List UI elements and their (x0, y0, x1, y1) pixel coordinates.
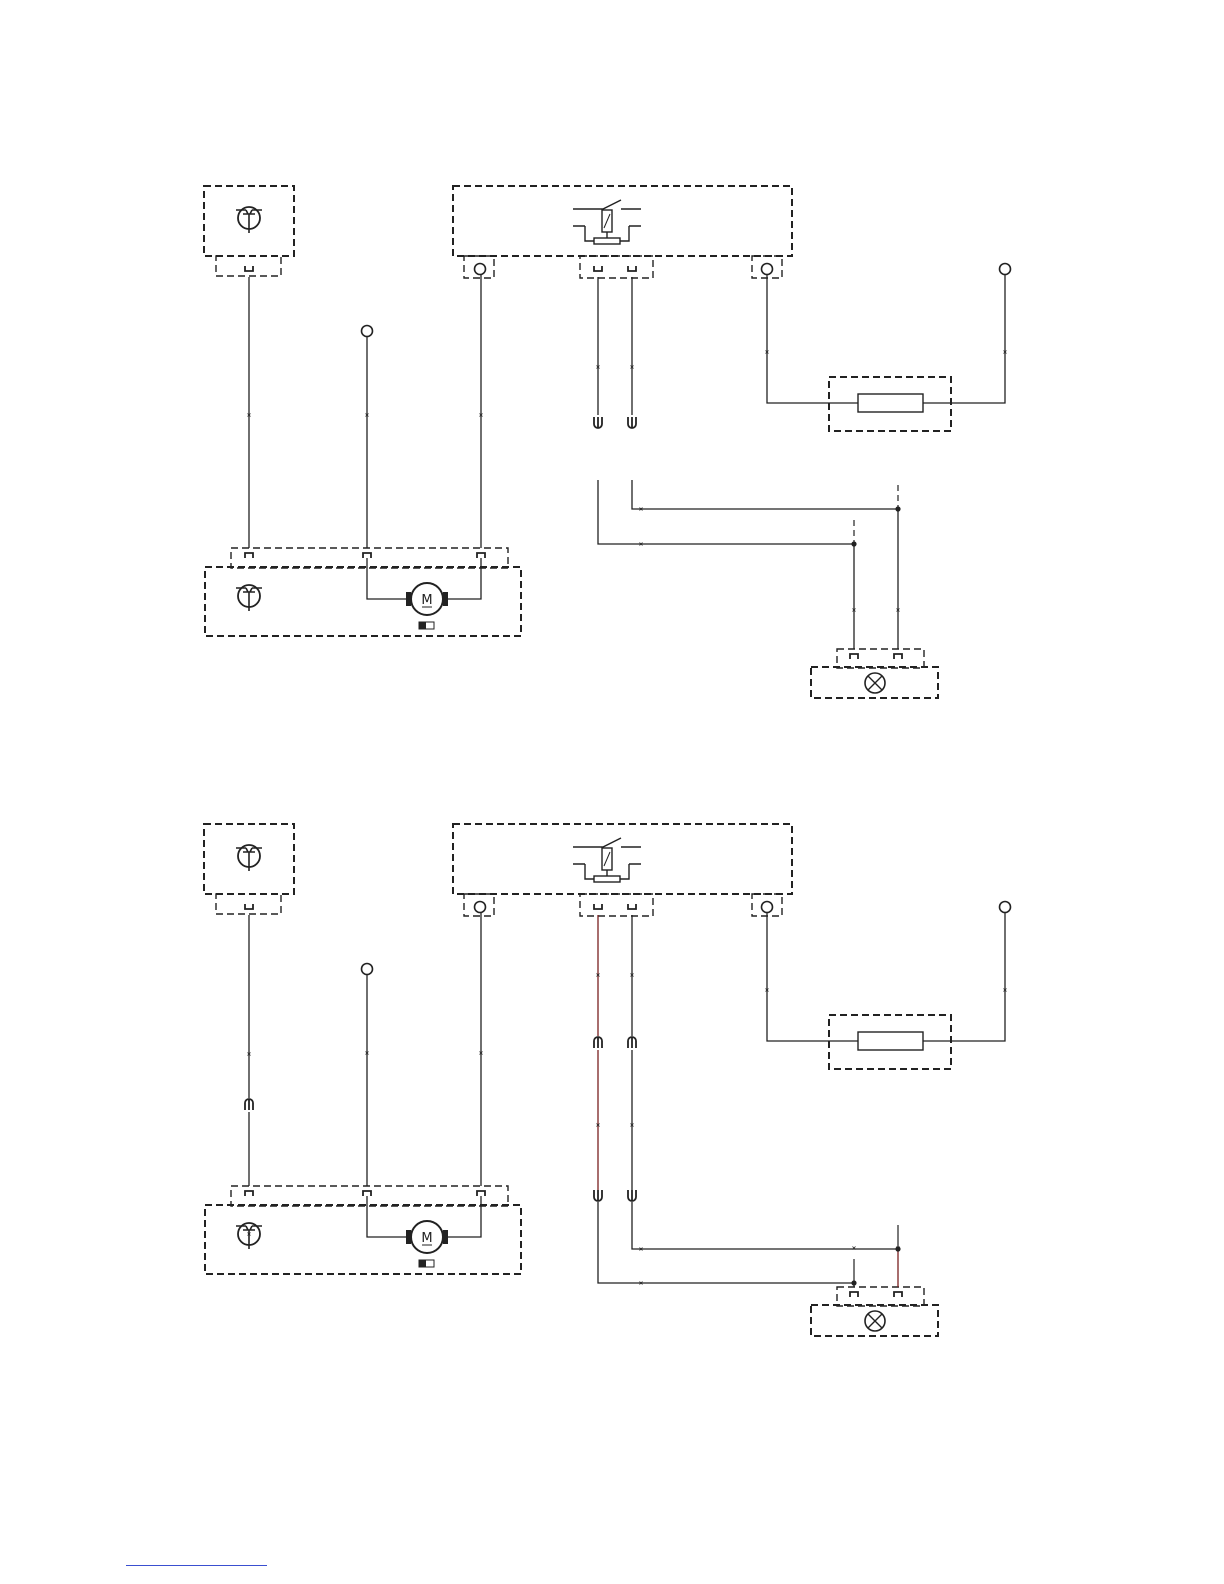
connector-pin-icon (477, 1191, 485, 1196)
relay-wire-a-lower (598, 480, 854, 544)
fuse-holder (767, 913, 1005, 1069)
sensor-transistor-icon (236, 1223, 262, 1249)
connector-pin-icon (628, 904, 636, 909)
fuse-icon (858, 394, 923, 412)
splice-connector-icon (628, 417, 636, 428)
terminal-icon (475, 902, 486, 913)
terminal-icon (362, 326, 373, 337)
junction-dot (851, 1280, 856, 1285)
sensor-transistor-icon (236, 207, 262, 233)
actuator-module: M (205, 1186, 521, 1274)
lamp-module (811, 1287, 938, 1336)
connector-pin-icon (245, 553, 253, 558)
sensor-connector (216, 894, 281, 914)
lamp-module (811, 649, 938, 698)
relay-icon (573, 200, 641, 244)
motor-wire-left (367, 1196, 408, 1237)
fuse-wire-left (767, 275, 858, 403)
relay-connector-b (580, 894, 653, 916)
connector-pin-icon (245, 266, 253, 271)
relay-control-unit (453, 186, 792, 278)
fuse-wire-right (923, 275, 1005, 403)
splice-connector-icon (594, 417, 602, 428)
lamp-icon (865, 673, 885, 693)
relay-connector-b (580, 256, 653, 278)
connector-pin-icon (245, 904, 253, 909)
actuator-housing (205, 1205, 521, 1274)
connector-pin-icon (894, 654, 902, 659)
sensor-transistor-icon (236, 585, 262, 611)
terminal-icon (475, 264, 486, 275)
relay-housing (453, 186, 792, 256)
splice-connector-icon (594, 1190, 602, 1201)
motor-label: M (421, 1231, 432, 1246)
upper-schematic: M (204, 186, 1011, 698)
splice-connector-icon (245, 1099, 253, 1110)
connector-pin-icon (594, 266, 602, 271)
actuator-connector (231, 1186, 508, 1206)
terminal-icon (1000, 264, 1011, 275)
connector-pin-icon (363, 1191, 371, 1196)
relay-wire-a-lower (598, 1202, 854, 1283)
connector-pin-icon (363, 553, 371, 558)
fuse-holder (767, 275, 1005, 431)
connector-pin-icon (477, 553, 485, 558)
connector-pin-icon (245, 1191, 253, 1196)
connector-pin-icon (628, 266, 636, 271)
actuator-housing (205, 567, 521, 636)
splice-connector-icon (594, 1037, 602, 1048)
splice-connector-icon (628, 1037, 636, 1048)
motor-icon: M (406, 583, 448, 629)
terminal-icon (1000, 902, 1011, 913)
relay-control-unit (453, 824, 792, 916)
lower-schematic: M (204, 824, 1011, 1336)
fuse-wire-left (767, 913, 858, 1041)
actuator-connector (231, 548, 508, 568)
sensor-connector (216, 256, 281, 276)
junction-dot (895, 1246, 900, 1251)
relay-housing (453, 824, 792, 894)
sensor-module (204, 824, 294, 914)
junction-dot (851, 541, 856, 546)
fuse-wire-right (923, 913, 1005, 1041)
sensor-transistor-icon (236, 845, 262, 871)
lamp-icon (865, 1311, 885, 1331)
actuator-module: M (205, 548, 521, 636)
terminal-icon (762, 902, 773, 913)
fuse-icon (858, 1032, 923, 1050)
relay-wire-b-lower (632, 1202, 898, 1249)
motor-label: M (421, 593, 432, 608)
terminal-icon (362, 964, 373, 975)
connector-pin-icon (850, 654, 858, 659)
motor-wire-left (367, 558, 408, 599)
splice-connector-icon (628, 1190, 636, 1201)
terminal-icon (762, 264, 773, 275)
relay-icon (573, 838, 641, 882)
motor-wire-right (446, 558, 481, 599)
footer-link[interactable] (126, 1553, 267, 1566)
motor-icon: M (406, 1221, 448, 1267)
connector-pin-icon (850, 1292, 858, 1297)
connector-pin-icon (894, 1292, 902, 1297)
relay-wire-b-lower (632, 480, 898, 509)
sensor-module (204, 186, 294, 276)
junction-dot (895, 506, 900, 511)
motor-wire-right (446, 1196, 481, 1237)
connector-pin-icon (594, 904, 602, 909)
